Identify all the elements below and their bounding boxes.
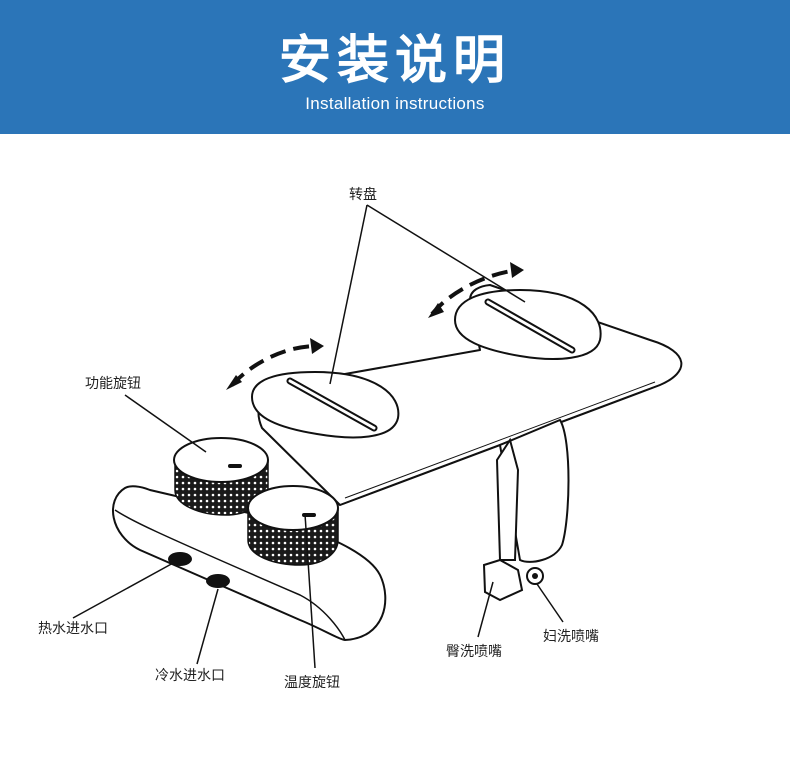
page-title: 安装说明 xyxy=(278,31,511,91)
leader-temperature-knob xyxy=(304,513,316,669)
leader-cold-inlet xyxy=(196,588,219,665)
cold-water-inlet xyxy=(206,574,230,588)
label-hip-nozzle: 臀洗喷嘴 xyxy=(446,644,502,660)
leader-turntable-left xyxy=(329,204,368,385)
rotate-arrow-left xyxy=(230,343,321,387)
leader-feminine-nozzle xyxy=(536,583,564,623)
left-turntable xyxy=(250,370,400,439)
rear-bracket xyxy=(498,418,570,563)
hip-nozzle xyxy=(482,558,524,602)
right-turntable xyxy=(453,288,602,360)
temperature-knob xyxy=(247,485,339,566)
label-turntable: 转盘 xyxy=(349,187,377,203)
feminine-nozzle xyxy=(526,567,544,585)
label-hot-inlet: 热水进水口 xyxy=(38,621,108,637)
label-feminine-nozzle: 妇洗喷嘴 xyxy=(543,629,599,645)
leader-function-knob xyxy=(124,394,207,453)
front-body xyxy=(112,485,387,642)
nozzle-arm xyxy=(495,437,520,561)
label-temperature-knob: 温度旋钮 xyxy=(284,675,340,691)
label-function-knob: 功能旋钮 xyxy=(85,376,141,392)
leader-turntable-right xyxy=(366,204,526,303)
leader-hot-inlet xyxy=(72,561,176,619)
bidet-diagram xyxy=(72,204,683,669)
page-subtitle: Installation instructions xyxy=(305,94,485,113)
leader-hip-nozzle xyxy=(477,581,494,638)
header-banner: 安装说明 Installation instructions xyxy=(0,0,790,134)
label-cold-inlet: 冷水进水口 xyxy=(155,668,225,684)
function-knob xyxy=(173,437,269,516)
